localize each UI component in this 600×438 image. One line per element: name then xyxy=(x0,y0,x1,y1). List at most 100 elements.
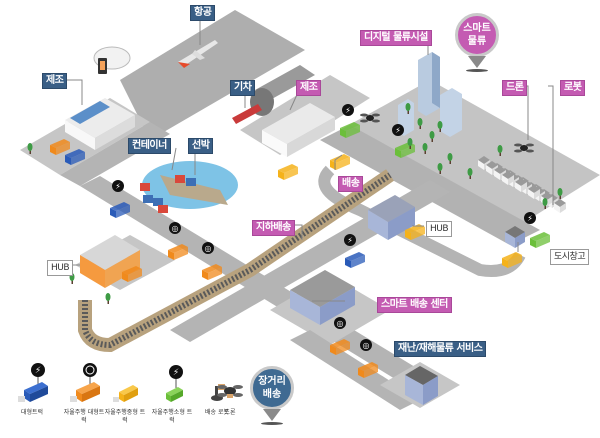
residential-houses xyxy=(478,156,566,213)
label-train: 기차 xyxy=(230,80,256,96)
large-truck-icon: ⚡ xyxy=(18,363,48,402)
tree-icon xyxy=(447,153,453,164)
truck-orange-icon xyxy=(50,139,70,155)
svg-text:◎: ◎ xyxy=(337,319,344,328)
truck-blue-icon xyxy=(345,252,365,268)
legend-label: 드론 xyxy=(224,409,236,416)
legend-label: 자율주행 대형트럭 xyxy=(63,409,105,424)
legend-item-autonomous-small-truck: ⚡ 자율주행소형 트럭 xyxy=(150,360,194,425)
drone-icon xyxy=(360,113,380,123)
smart-delivery-center-building xyxy=(290,270,355,325)
electric-badge-icon: ⚡ xyxy=(524,212,536,224)
hub-building-left xyxy=(80,235,140,288)
house-icon xyxy=(515,178,527,192)
medium-truck-icon xyxy=(502,252,522,268)
steering-wheel-badge-icon: ◎ xyxy=(334,317,346,329)
svg-text:⚡: ⚡ xyxy=(35,366,41,376)
label-hub-center: HUB xyxy=(426,221,453,237)
svg-text:⚡: ⚡ xyxy=(115,182,121,191)
autonomous-large-truck-icon xyxy=(168,244,188,260)
drone-icon xyxy=(514,143,534,153)
tree-icon xyxy=(557,188,563,199)
autonomous-small-truck-icon: ⚡ xyxy=(166,365,183,402)
hub-building-center xyxy=(368,195,415,240)
disaster-road xyxy=(290,330,420,410)
house-icon xyxy=(478,156,490,170)
long-distance-line2: 배송 xyxy=(262,389,282,400)
tree-icon xyxy=(429,131,435,142)
urban-warehouse xyxy=(505,226,525,248)
legend-item-large-truck: ⚡ 대형트럭 xyxy=(10,360,54,417)
legend-label: 자율주행소형 트럭 xyxy=(151,409,193,424)
svg-text:⚡: ⚡ xyxy=(527,214,533,223)
smart-logistics-pin: 스마트 물류 xyxy=(453,13,501,72)
legend-label: 배송 로봇 xyxy=(205,409,229,416)
autonomous-large-truck-icon xyxy=(358,362,378,378)
legend-label: 대형트럭 xyxy=(20,409,44,416)
container-stack xyxy=(140,183,168,213)
label-drone: 드론 xyxy=(502,80,528,96)
legend-item-autonomous-large-truck: 자율주행 대형트럭 xyxy=(62,360,106,425)
tree-icon xyxy=(437,163,443,174)
factory-building-left xyxy=(65,98,135,150)
svg-text:⚡: ⚡ xyxy=(173,368,179,378)
tree-icon xyxy=(407,138,413,149)
tree-icon xyxy=(437,121,443,132)
electric-badge-icon: ⚡ xyxy=(344,234,356,246)
long-distance-pin: 장거리 배송 xyxy=(248,366,296,425)
tree-icon xyxy=(105,293,111,304)
truck-blue-icon xyxy=(110,202,130,218)
svg-text:◎: ◎ xyxy=(172,224,179,233)
house-icon xyxy=(528,185,540,199)
small-truck-icon xyxy=(340,122,360,138)
truck-blue-icon xyxy=(65,149,85,165)
svg-text:⚡: ⚡ xyxy=(345,106,351,115)
train-icon xyxy=(232,104,262,124)
tree-icon xyxy=(405,103,411,114)
label-robot: 로봇 xyxy=(560,80,586,96)
train-tunnel xyxy=(232,65,315,124)
label-aviation: 항공 xyxy=(190,5,216,21)
legend-item-autonomous-medium-truck: 자율주행중형 트럭 xyxy=(103,360,147,425)
airplane-icon xyxy=(178,40,218,68)
svg-text:⚡: ⚡ xyxy=(395,126,401,135)
factory-building-right xyxy=(262,103,335,157)
autonomous-large-truck-icon xyxy=(70,363,100,402)
label-ship: 선박 xyxy=(188,138,214,154)
truck-orange-icon xyxy=(122,266,142,282)
pin-arrow-icon xyxy=(468,56,486,68)
steering-wheel-badge-icon: ◎ xyxy=(202,242,214,254)
legend-item-drone: 드론 xyxy=(215,360,245,417)
small-truck-icon xyxy=(530,232,550,248)
label-manufacturing-right: 제조 xyxy=(296,80,322,96)
svg-text:◎: ◎ xyxy=(363,341,370,350)
cloud-icon xyxy=(93,46,131,74)
steering-wheel-badge-icon: ◎ xyxy=(360,339,372,351)
electric-badge-icon: ⚡ xyxy=(112,180,124,192)
tree-icon xyxy=(497,145,503,156)
label-manufacturing-left: 제조 xyxy=(42,73,68,89)
label-underground-delivery: 지하배송 xyxy=(252,220,295,236)
legend-label: 자율주행중형 트럭 xyxy=(104,409,146,424)
smart-logistics-line1: 스마트 xyxy=(463,23,491,34)
drone-icon xyxy=(217,385,243,398)
house-icon xyxy=(494,166,506,180)
tree-icon xyxy=(417,118,423,129)
autonomous-medium-truck-icon xyxy=(113,385,138,402)
electric-badge-icon: ⚡ xyxy=(392,124,404,136)
electric-badge-icon: ⚡ xyxy=(342,104,354,116)
label-container: 컨테이너 xyxy=(128,138,171,154)
autonomous-large-truck-icon xyxy=(330,339,350,355)
house-icon xyxy=(502,171,514,185)
disaster-warehouse xyxy=(405,366,438,405)
label-leader-lines xyxy=(60,18,554,302)
smart-logistics-line2: 물류 xyxy=(467,36,487,47)
label-smart-delivery-center: 스마트 배송 센터 xyxy=(377,297,452,313)
long-distance-line1: 장거리 xyxy=(258,376,286,387)
label-urban-warehouse: 도시창고 xyxy=(550,249,590,265)
label-disaster-logistics: 재난/재해물류 서비스 xyxy=(394,341,487,357)
label-digital-facility: 디지털 물류시설 xyxy=(360,30,432,46)
pin-arrow-icon xyxy=(263,409,281,421)
svg-text:⚡: ⚡ xyxy=(347,236,353,245)
